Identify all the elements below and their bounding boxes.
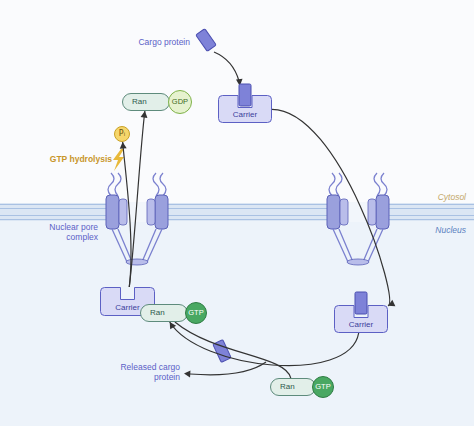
arrow-head xyxy=(170,322,176,329)
cargo-protein xyxy=(239,84,251,106)
nucleus-area xyxy=(0,212,474,426)
cargo-protein xyxy=(355,292,367,314)
cycle-arrow xyxy=(129,111,145,287)
ran-protein: Ran xyxy=(140,304,188,322)
text-label: Cargo protein xyxy=(110,37,190,47)
nuclear-envelope xyxy=(0,203,474,221)
arrow-head xyxy=(120,142,127,149)
node-text: Ran xyxy=(150,309,165,317)
arrow-head xyxy=(141,111,148,118)
cargo-protein xyxy=(196,29,216,52)
nucleotide-circle: GTP xyxy=(185,302,207,324)
carrier-protein: Carrier xyxy=(334,305,388,333)
lightning-symbol xyxy=(113,149,124,171)
carrier-shape xyxy=(335,306,388,333)
ran-protein: Ran xyxy=(270,378,316,396)
ran-protein: Ran xyxy=(122,93,170,111)
cycle-arrow xyxy=(175,322,291,378)
node-text: Carrier xyxy=(233,111,257,119)
text-label: Cytosol xyxy=(400,192,466,202)
nuclear-pore xyxy=(327,173,389,265)
node-text: Ran xyxy=(280,383,295,391)
node-text: GDP xyxy=(172,98,188,106)
carrier-protein: Carrier xyxy=(218,95,272,123)
text-label: GTP hydrolysis xyxy=(40,154,112,164)
node-text: GTP xyxy=(315,383,330,391)
cycle-arrow xyxy=(123,142,131,287)
cytosol-area xyxy=(0,0,474,212)
arrow-head xyxy=(184,371,191,378)
text-label: Released cargo protein xyxy=(100,362,180,382)
leader-arrow xyxy=(214,52,239,81)
nucleotide-circle: GTP xyxy=(312,376,334,398)
carrier-shape xyxy=(219,96,272,123)
cargo-protein xyxy=(213,340,231,363)
arrow-head xyxy=(388,300,395,306)
node-text: Pᵢ xyxy=(119,130,125,138)
nuclear-pore xyxy=(106,173,168,265)
node-text: Carrier xyxy=(115,304,139,312)
text-label: Nuclear pore complex xyxy=(34,222,98,242)
node-text: GTP xyxy=(188,309,203,317)
text-label: Nucleus xyxy=(400,225,466,235)
cycle-arrow xyxy=(272,109,390,306)
node-text: Ran xyxy=(132,98,147,106)
leader-arrow xyxy=(190,362,266,375)
nucleotide-circle: Pᵢ xyxy=(114,126,130,142)
node-text: Carrier xyxy=(349,321,373,329)
nucleotide-circle: GDP xyxy=(168,90,192,114)
spacer xyxy=(134,121,183,132)
membrane-line xyxy=(0,205,474,220)
